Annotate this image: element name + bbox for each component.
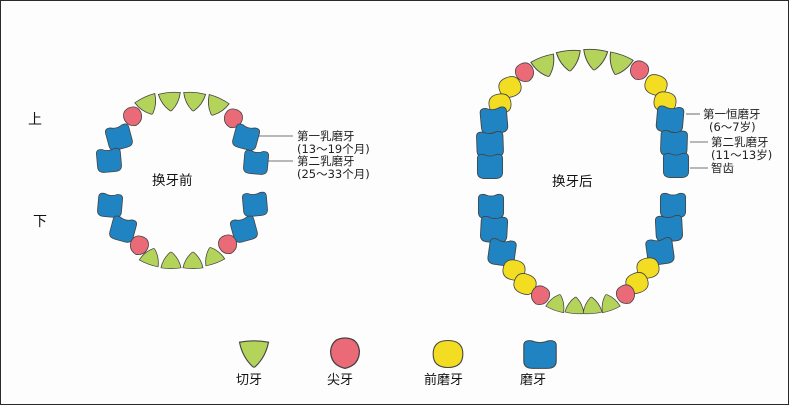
tooth-molar bbox=[655, 105, 685, 134]
tooth-molar bbox=[475, 130, 505, 159]
tooth-molar bbox=[476, 153, 504, 180]
second-primary-molar-label: 第二乳磨牙 bbox=[297, 154, 355, 168]
tooth-molar bbox=[96, 192, 124, 219]
legend-swatch-incisor bbox=[238, 340, 270, 368]
tooth-incisor bbox=[157, 90, 183, 113]
legend-label-premolar: 前磨牙 bbox=[424, 372, 463, 388]
legend-item-molar: 磨牙 bbox=[520, 339, 557, 388]
tooth-molar bbox=[104, 122, 135, 153]
tooth-incisor bbox=[555, 48, 583, 73]
first-primary-molar-label: 第一乳磨牙 bbox=[297, 129, 355, 143]
upper-jaw-label: 上 bbox=[28, 112, 42, 128]
legend-item-canine: 尖牙 bbox=[327, 337, 361, 388]
after-label: 换牙后 bbox=[552, 174, 593, 190]
tooth-incisor bbox=[564, 295, 586, 315]
tooth-molar bbox=[662, 152, 690, 179]
legend-label-incisor: 切牙 bbox=[236, 373, 262, 388]
first-permanent-molar-label: 第一恒磨牙 bbox=[703, 107, 761, 121]
legend: 切牙 尖牙 前磨牙 磨牙 bbox=[236, 337, 557, 388]
second-primary-molar-age: (25～33个月) bbox=[297, 167, 370, 181]
tooth-molar bbox=[659, 192, 687, 219]
tooth-incisor bbox=[529, 52, 561, 82]
tooth-molar bbox=[242, 149, 270, 176]
legend-label-canine: 尖牙 bbox=[327, 373, 353, 388]
tooth-incisor bbox=[581, 295, 603, 315]
tooth-incisor bbox=[160, 251, 182, 270]
tooth-incisor bbox=[603, 50, 635, 80]
tooth-incisor bbox=[182, 251, 204, 270]
wisdom-tooth-label: 智齿 bbox=[711, 161, 734, 175]
tooth-molar bbox=[95, 147, 123, 174]
first-primary-molar-age: (13～19个月) bbox=[297, 142, 370, 156]
before-label: 换牙前 bbox=[152, 172, 193, 189]
legend-swatch-molar bbox=[523, 339, 557, 370]
legend-swatch-canine bbox=[329, 337, 361, 370]
legend-label-molar: 磨牙 bbox=[520, 373, 546, 388]
legend-item-incisor: 切牙 bbox=[236, 340, 270, 388]
second-primary-molar-b-age: (11～13岁) bbox=[711, 148, 772, 162]
lower-jaw-label: 下 bbox=[33, 214, 47, 230]
legend-swatch-premolar bbox=[432, 339, 464, 369]
second-primary-molar-b-label: 第二乳磨牙 bbox=[711, 135, 769, 149]
tooth-molar bbox=[241, 191, 269, 218]
tooth-molar bbox=[659, 129, 689, 158]
tooth-molar bbox=[479, 106, 509, 135]
tooth-molar bbox=[477, 193, 505, 220]
tooth-incisor bbox=[581, 47, 609, 72]
first-permanent-molar-age: (6～7岁) bbox=[709, 120, 756, 134]
tooth-incisor bbox=[181, 90, 207, 113]
legend-item-premolar: 前磨牙 bbox=[424, 339, 464, 388]
